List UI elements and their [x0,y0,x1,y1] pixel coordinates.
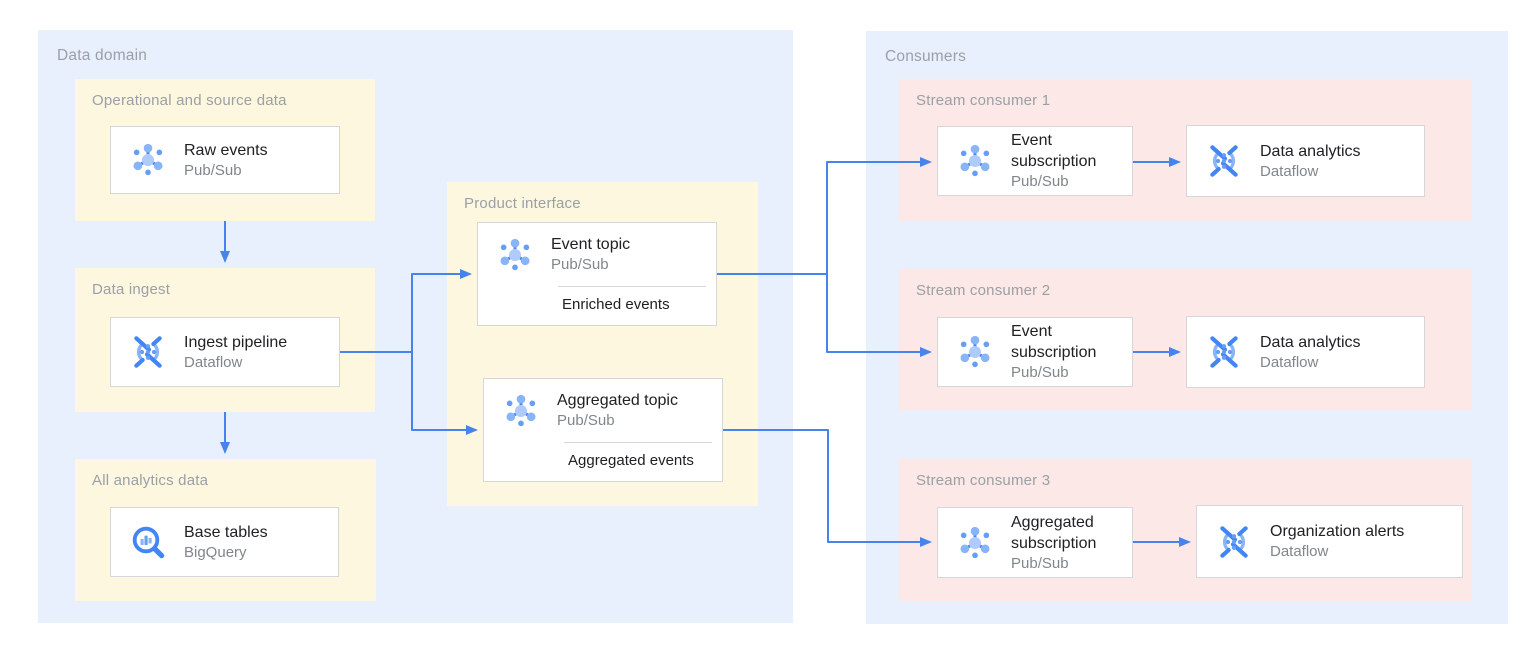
card-title: Base tables [184,523,268,541]
card-raw-events: Raw events Pub/Sub [110,126,340,194]
zone-title: Stream consumer 3 [916,472,1051,489]
card-title: Ingest pipeline [184,333,288,351]
card-organization-alerts: Organization alerts Dataflow [1196,505,1463,578]
card-subtitle: Dataflow [1260,162,1319,180]
dataflow-icon [1214,522,1254,562]
zone-title: Product interface [464,195,581,212]
card-subtitle: Pub/Sub [551,256,609,273]
dataflow-icon [128,332,168,372]
card-text: Event subscription Pub/Sub [1011,130,1123,192]
card-aggregated-topic: Aggregated topic Pub/Sub Aggregated even… [483,378,723,482]
card-subtitle: Pub/Sub [1011,554,1069,572]
card-text: Base tables BigQuery [184,522,268,563]
card-event-subscription-2: Event subscription Pub/Sub [937,317,1133,387]
card-text: Event subscription Pub/Sub [1011,321,1123,383]
card-top-row: Aggregated topic Pub/Sub [484,379,722,442]
zone-title: Data ingest [92,281,171,298]
pubsub-icon [128,140,168,180]
pubsub-icon [955,332,995,372]
panel-title: Consumers [885,48,967,65]
card-subtitle: Dataflow [184,353,243,371]
zone-title: Operational and source data [92,92,287,109]
card-divider [558,286,706,287]
card-subtitle: Dataflow [1260,353,1319,371]
dataflow-icon [1204,332,1244,372]
card-subtitle: Pub/Sub [557,412,615,429]
card-text: Event topic Pub/Sub [551,234,630,275]
card-title: Raw events [184,141,268,159]
card-subtitle: Pub/Sub [1011,173,1069,190]
card-title: Data analytics [1260,333,1361,351]
card-base-tables: Base tables BigQuery [110,507,339,577]
card-text: Organization alerts Dataflow [1270,521,1404,562]
card-text: Aggregated subscription Pub/Sub [1011,512,1129,574]
card-title: Event subscription [1011,323,1097,361]
card-data-analytics-2: Data analytics Dataflow [1186,316,1425,388]
card-subtitle: Dataflow [1270,543,1329,560]
zone-title: Stream consumer 2 [916,282,1051,299]
bigquery-icon [128,522,168,562]
card-ingest-pipeline: Ingest pipeline Dataflow [110,317,340,387]
card-text: Raw events Pub/Sub [184,140,268,181]
pubsub-icon [495,235,535,275]
card-title: Aggregated topic [557,392,678,409]
card-data-analytics-1: Data analytics Dataflow [1186,125,1425,197]
card-text: Data analytics Dataflow [1260,141,1361,182]
card-divider [564,442,712,443]
card-footer-label: Aggregated events [568,452,694,469]
card-text: Aggregated topic Pub/Sub [557,390,678,431]
card-subtitle: Pub/Sub [184,161,242,179]
card-top-row: Event topic Pub/Sub [478,223,716,286]
card-title: Event topic [551,236,631,253]
card-aggregated-subscription: Aggregated subscription Pub/Sub [937,507,1133,578]
card-event-subscription-1: Event subscription Pub/Sub [937,126,1133,196]
card-title: Aggregated subscription [1011,513,1097,552]
panel-title: Data domain [57,47,148,64]
card-footer-label: Enriched events [562,296,670,313]
dataflow-icon [1204,141,1244,181]
card-subtitle: Pub/Sub [1011,364,1069,381]
card-event-topic: Event topic Pub/Sub Enriched events [477,222,717,326]
pubsub-icon [501,391,541,431]
card-subtitle: BigQuery [184,543,247,561]
card-title: Organization alerts [1270,523,1405,540]
pubsub-icon [955,523,995,563]
card-title: Data analytics [1260,142,1361,160]
zone-title: All analytics data [92,472,209,489]
card-text: Data analytics Dataflow [1260,332,1361,373]
zone-title: Stream consumer 1 [916,92,1051,109]
pubsub-icon [955,141,995,181]
card-text: Ingest pipeline Dataflow [184,332,287,373]
card-title: Event subscription [1011,132,1097,170]
